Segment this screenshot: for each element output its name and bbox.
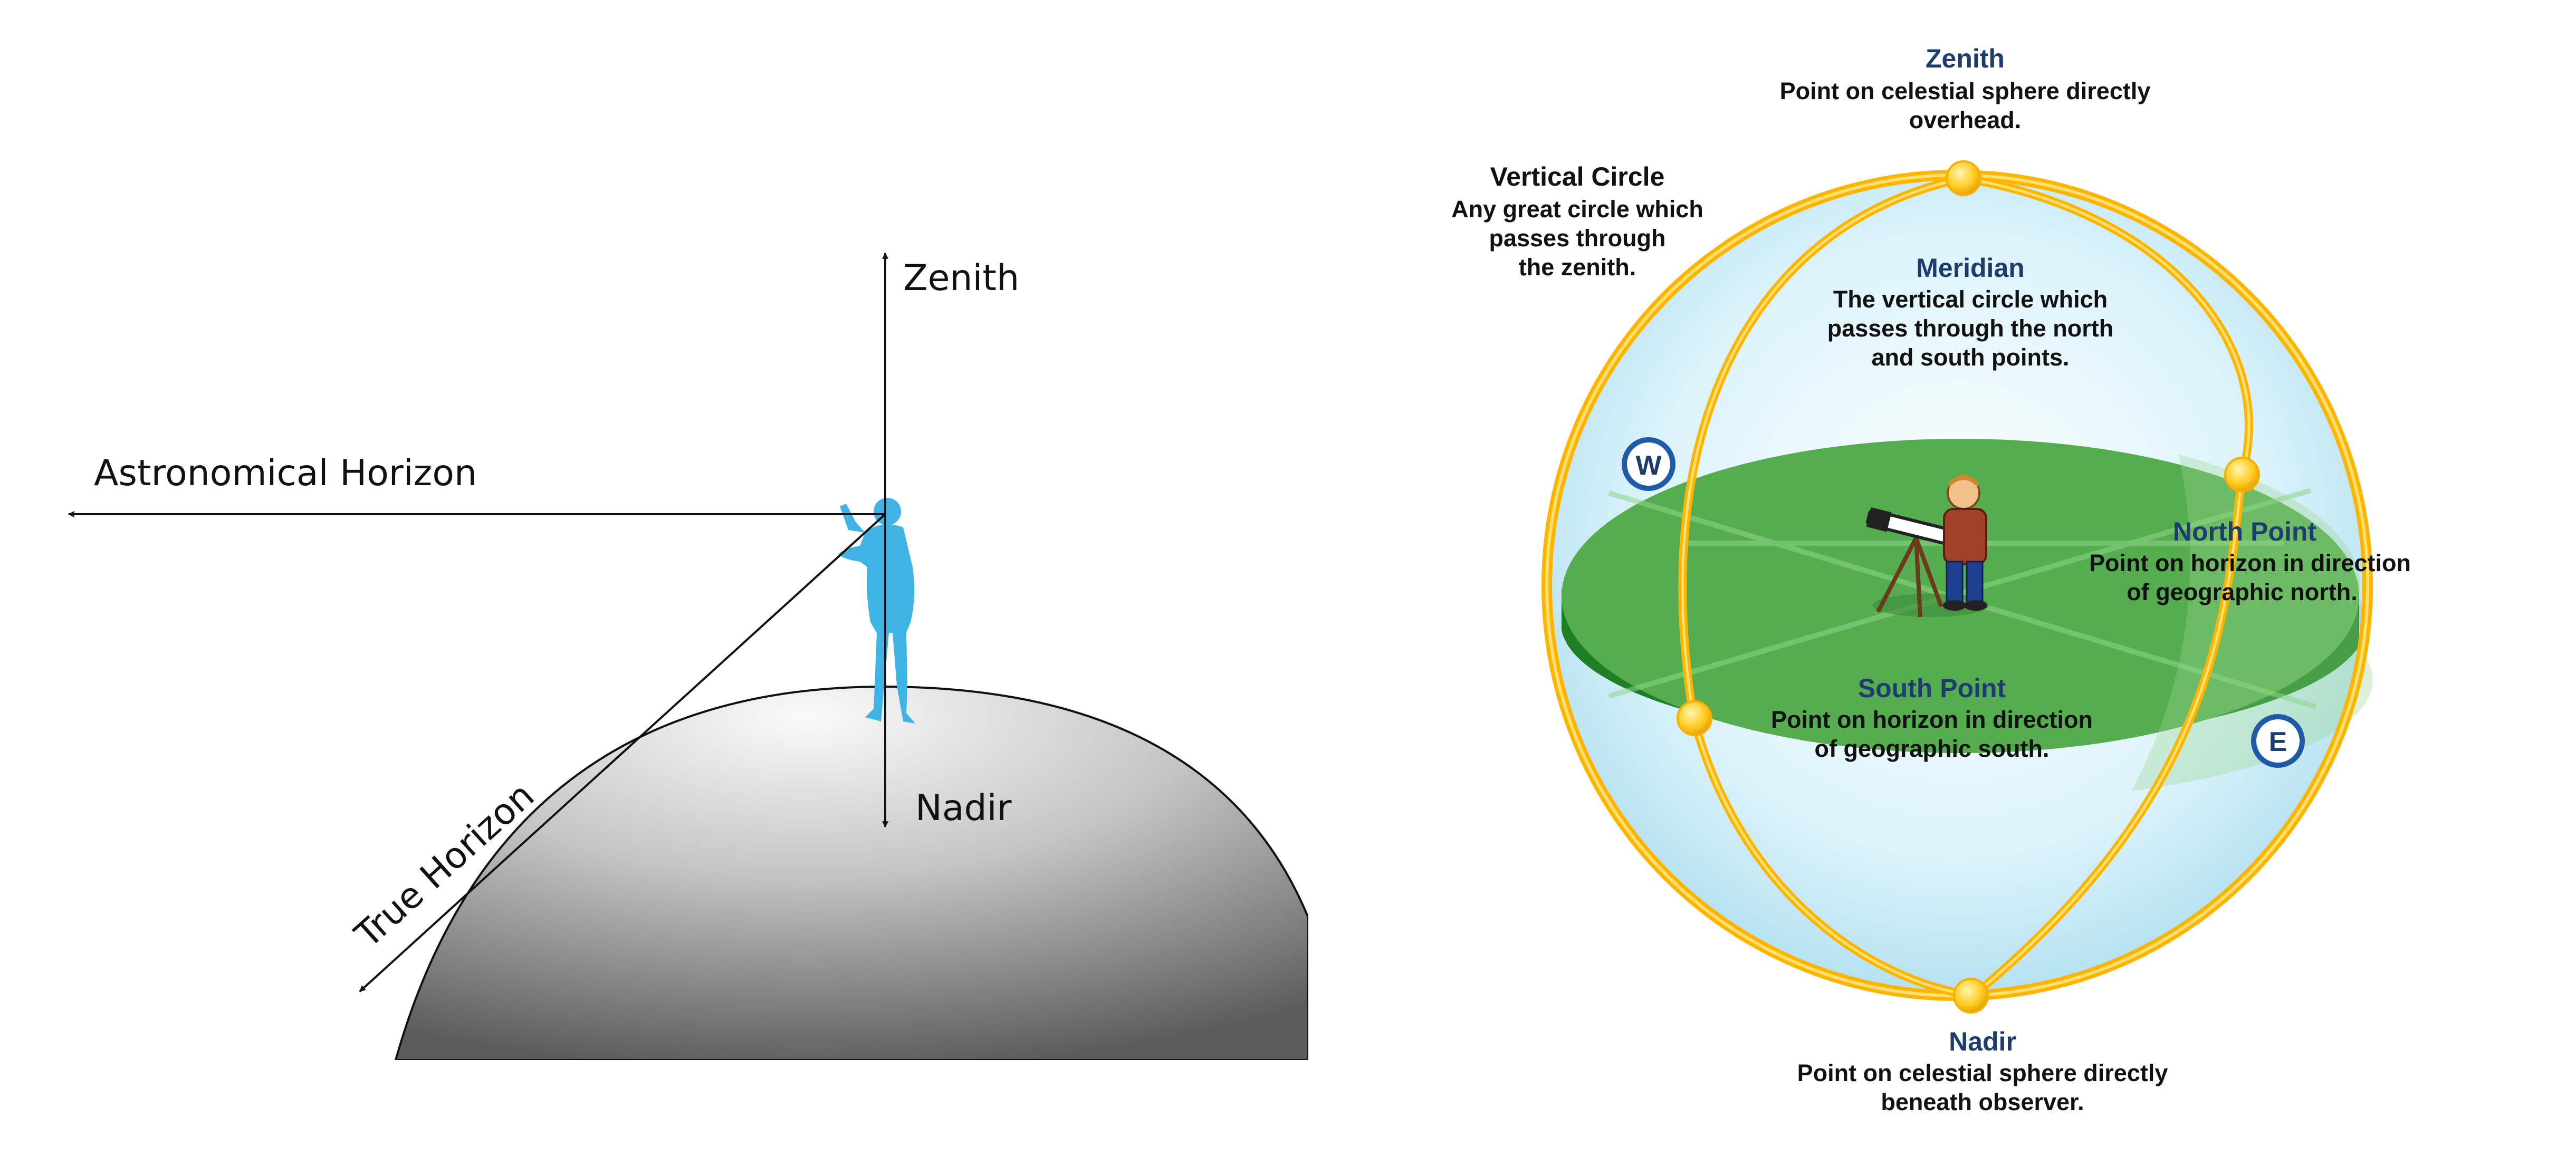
nadir-label: Nadir [915,787,1012,829]
nadir-desc-line-2: beneath observer. [1881,1088,2084,1115]
zenith-desc-line-1: Point on celestial sphere directly [1780,78,2151,104]
zenith-label: Zenith [903,257,1019,299]
meridian-caption: Meridian The vertical circle which passe… [1827,253,2114,371]
south-point-desc-line-2: of geographic south. [1815,735,2050,762]
vertical-circle-title: Vertical Circle [1490,162,1665,191]
vertical-circle-caption: Vertical Circle Any great circle which p… [1451,162,1703,281]
zenith-title: Zenith [1926,44,2005,73]
left-horizon-diagram: Zenith Astronomical Horizon Nadir True H… [68,252,1308,1060]
north-point-desc-line-2: of geographic north. [2127,579,2357,605]
vertical-circle-desc-line-1: Any great circle which [1451,196,1703,223]
meridian-desc-line-3: and south points. [1872,344,2070,371]
horizon-plane [1562,439,2373,791]
true-horizon-line [359,513,886,993]
astronomical-horizon-label: Astronomical Horizon [94,452,477,494]
nadir-caption: Nadir Point on celestial sphere directly… [1797,1027,2168,1115]
zenith-caption: Zenith Point on celestial sphere directl… [1780,44,2151,133]
south-point-caption: South Point Point on horizon in directio… [1771,673,2093,762]
zenith-desc-line-2: overhead. [1909,107,2022,133]
west-marker: W [1622,437,1675,491]
south-point-marker [1677,700,1712,736]
north-point-desc-line-1: Point on horizon in direction [2089,550,2411,576]
earth-dome [394,685,1308,1060]
south-point-title: South Point [1858,673,2006,703]
nadir-point-marker [1953,978,1989,1014]
north-point-marker [2224,457,2260,493]
meridian-desc-line-1: The vertical circle which [1833,286,2108,313]
vertical-circle-desc-line-2: passes through [1489,225,1665,252]
vertical-circle-desc-line-3: the zenith. [1519,254,1636,281]
east-marker: E [2251,714,2305,768]
south-point-desc-line-1: Point on horizon in direction [1771,706,2093,733]
meridian-title: Meridian [1916,253,2025,283]
east-marker-label: E [2269,727,2287,757]
right-celestial-sphere-diagram: W E Zenith Point on ce [1451,44,2411,1115]
zenith-point-marker [1946,160,1981,196]
nadir-desc-line-1: Point on celestial sphere directly [1797,1059,2168,1086]
west-marker-label: W [1635,450,1662,481]
meridian-desc-line-2: passes through the north [1827,315,2114,342]
nadir-title: Nadir [1949,1027,2016,1056]
north-point-caption: North Point Point on horizon in directio… [2089,517,2411,605]
north-point-title: North Point [2173,517,2317,546]
observer-with-telescope-icon [1866,475,1989,618]
